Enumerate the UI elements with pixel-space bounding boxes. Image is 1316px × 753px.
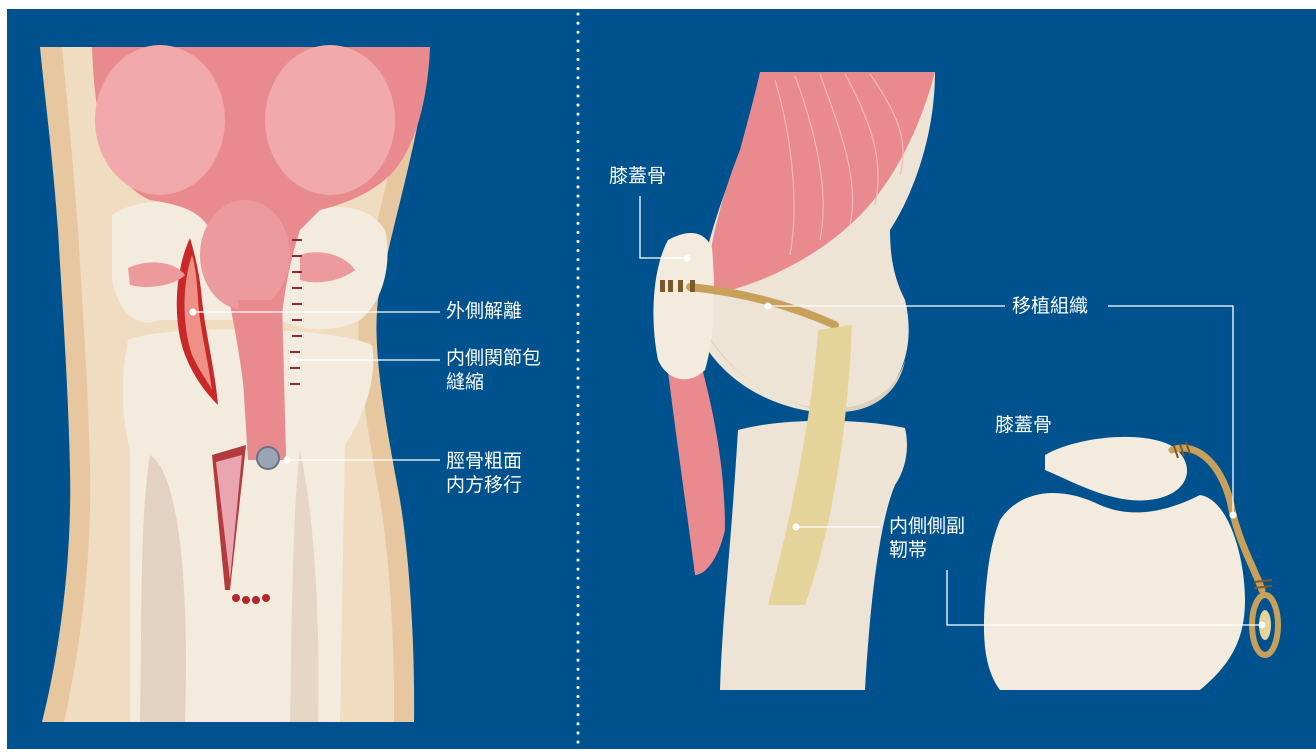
label-tibial-tubercle-line1: 脛骨粗面 <box>446 450 522 473</box>
vastus-medialis <box>265 45 395 195</box>
label-patella-top: 膝蓋骨 <box>609 165 666 188</box>
patella-under-tendon <box>200 200 290 310</box>
label-mcl-line2: 靭帯 <box>889 539 927 562</box>
label-graft: 移植組織 <box>1012 295 1088 318</box>
patella <box>653 233 714 379</box>
label-lateral-release: 外側解離 <box>446 300 522 323</box>
label-patella-inset: 膝蓋骨 <box>995 414 1052 437</box>
label-mcl-line1: 内側側副 <box>889 515 965 538</box>
label-tibial-tubercle-line2: 内方移行 <box>446 474 522 497</box>
screw-head <box>257 447 279 469</box>
left-knee-illustration <box>40 45 440 722</box>
label-medial-capsule-line2: 縫縮 <box>446 371 484 394</box>
label-medial-capsule-line1: 内側関節包 <box>446 347 541 370</box>
vastus-lateralis <box>95 45 225 195</box>
femur-cross-section <box>984 493 1245 690</box>
